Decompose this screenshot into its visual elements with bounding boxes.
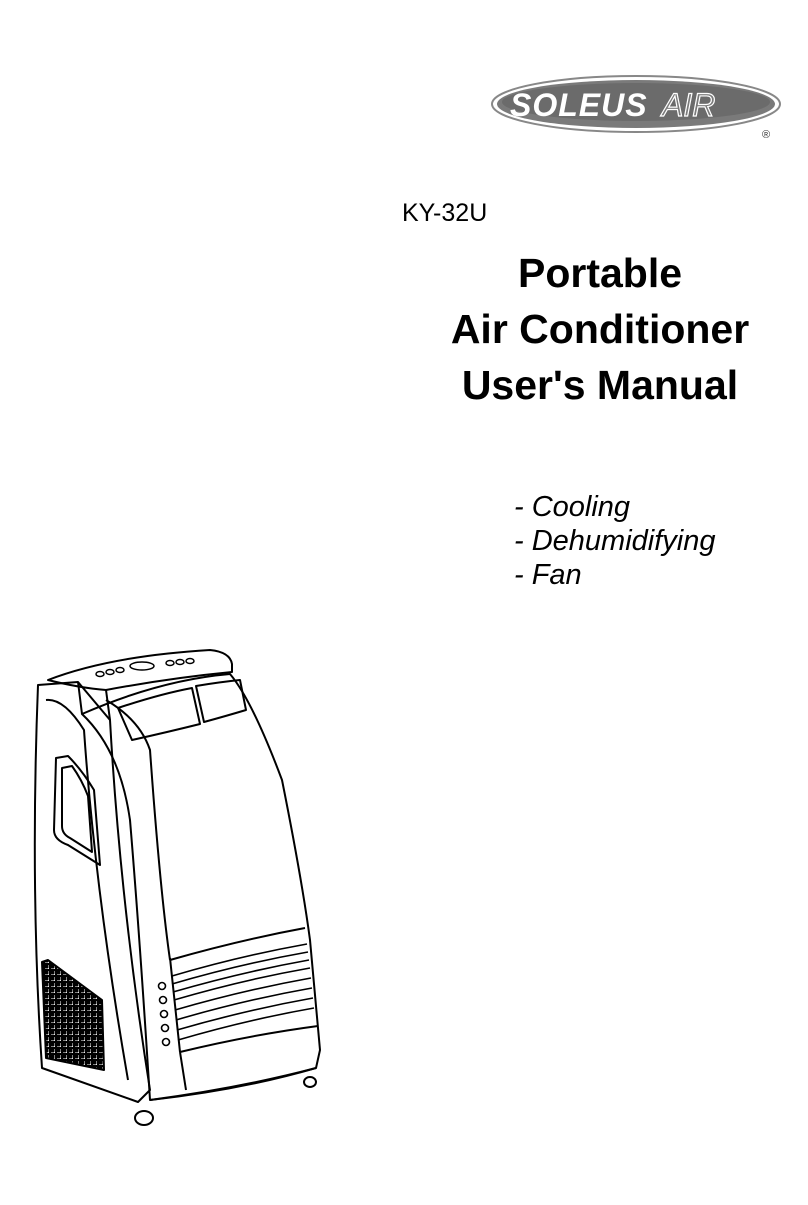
svg-text:®: ®: [762, 129, 770, 141]
title-line-1: Portable: [517, 250, 683, 296]
model-number: KY-32U: [402, 199, 488, 227]
feature-list: - Cooling - Dehumidifying - Fan: [514, 490, 715, 592]
portable-air-conditioner-illustration: [33, 649, 321, 1126]
title-line-3: User's Manual: [461, 362, 739, 408]
feature-dehumidifying: - Dehumidifying: [514, 525, 716, 557]
svg-text:SOLEUS: SOLEUS: [510, 87, 648, 123]
feature-fan: - Fan: [514, 559, 582, 591]
manual-title: Portable Air Conditioner User's Manual: [400, 245, 800, 413]
svg-text:AIR: AIR: [660, 87, 715, 123]
title-line-2: Air Conditioner: [450, 306, 750, 352]
feature-cooling: - Cooling: [514, 491, 631, 523]
soleusair-logo: SOLEUS AIR ®: [491, 75, 781, 141]
